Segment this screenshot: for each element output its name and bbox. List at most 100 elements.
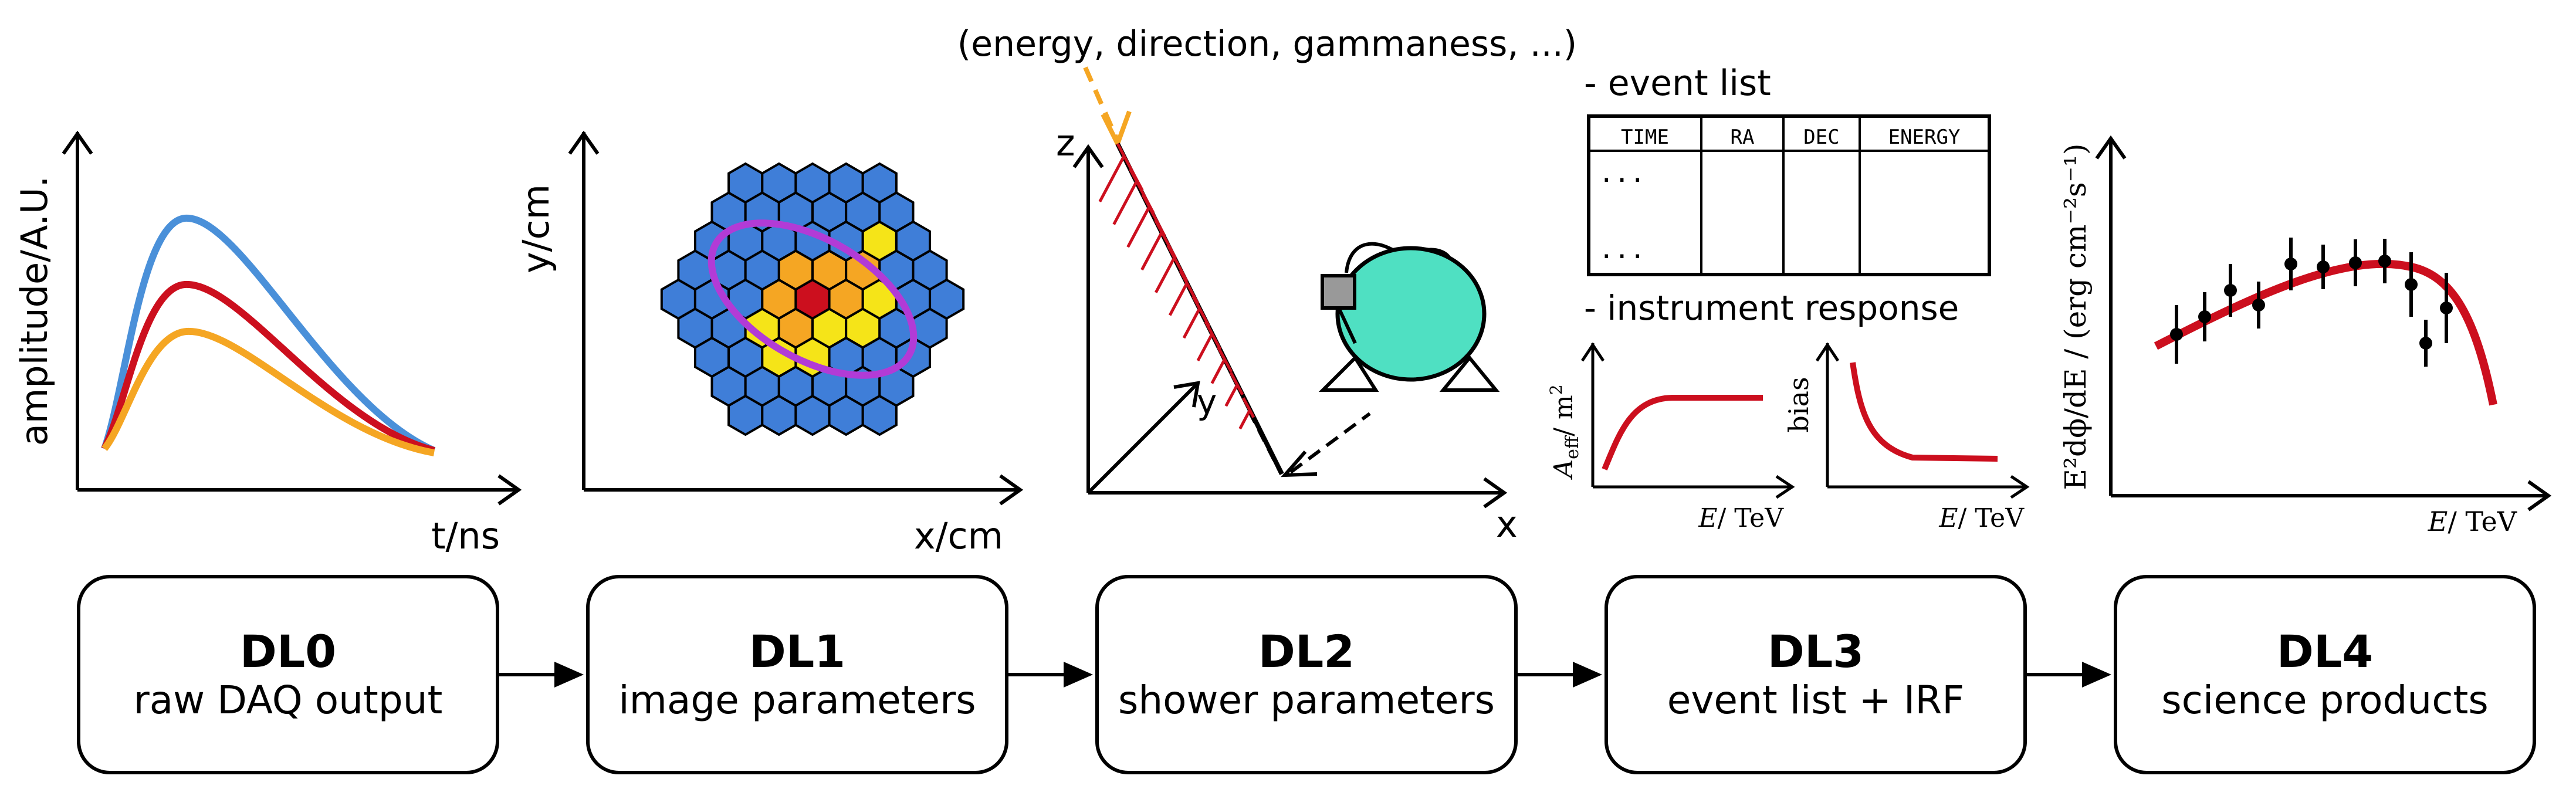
shower-branch <box>1217 346 1233 373</box>
table-header-dec: DEC <box>1803 126 1839 149</box>
pipeline-arrows <box>499 662 2111 688</box>
hillas-ellipse <box>708 219 918 379</box>
shower-branch <box>1242 397 1255 418</box>
dl2-y-axis-label: y <box>1197 382 1217 422</box>
dl0-box: DL0 raw DAQ output <box>77 575 499 774</box>
dl1-box-description: image parameters <box>618 678 976 723</box>
dl4-box-code: DL4 <box>2276 625 2374 678</box>
dl0-y-axis-arrowhead <box>62 130 93 155</box>
dl1-box: DL1 image parameters <box>586 575 1008 774</box>
flux-point <box>2440 302 2453 314</box>
dl1-box-code: DL1 <box>749 625 846 678</box>
dl0-waveform-red <box>101 280 435 454</box>
dl0-box-code: DL0 <box>239 625 337 678</box>
dl1-x-axis-arrowhead <box>999 474 1024 506</box>
dl3-event-list-and-irf: - event list TIME RA DEC ENERGY ... ... … <box>1546 63 2030 533</box>
flux-point <box>2405 278 2418 291</box>
table-header-energy: ENERGY <box>1888 126 1961 149</box>
flux-point <box>2252 299 2265 311</box>
aeff-y-axis-label: Aeff/ m2 <box>1546 384 1583 480</box>
shower-branch <box>1210 359 1226 384</box>
flux-point <box>2349 256 2362 269</box>
bias-y-axis-label: bias <box>1783 377 1815 432</box>
dl0-waveform-blue <box>101 214 436 454</box>
dl2-shower-geometry: (energy, direction, gammaness, ...) z y … <box>957 23 1577 546</box>
telescope-icon <box>1318 242 1500 392</box>
energy-bias-curve <box>1850 362 1998 462</box>
dl0-x-axis-arrowhead <box>497 474 522 506</box>
shower-branch <box>1229 371 1244 395</box>
flux-point <box>2198 310 2211 323</box>
aeff-x-axis-label: E/ TeV <box>1698 503 1784 533</box>
dl2-box-description: shower parameters <box>1118 678 1495 723</box>
table-row-placeholder: ... <box>1599 158 1645 188</box>
dl4-box: DL4 science products <box>2114 575 2536 774</box>
primary-direction-dashed <box>1083 66 1120 142</box>
spectral-model-curve <box>2154 259 2497 406</box>
dl2-y-axis-arrowhead <box>1173 381 1200 408</box>
flux-points <box>2170 238 2453 367</box>
shower-branch <box>1098 155 1125 202</box>
flux-point <box>2170 328 2183 341</box>
shower-branch <box>1140 232 1163 271</box>
camera-pixel <box>929 278 965 320</box>
effective-area-curve <box>1602 395 1763 470</box>
shower-branch <box>1224 384 1238 407</box>
event-list-table: TIME RA DEC ENERGY ... ... <box>1587 114 1991 276</box>
dl0-waveform-orange <box>101 327 435 456</box>
dl4-spectrum-plot: E²dϕ/dE / (erg cm⁻²s⁻¹) E/ TeV <box>2059 135 2552 537</box>
shower-branch <box>1182 308 1201 339</box>
dl0-box-description: raw DAQ output <box>133 678 443 723</box>
dl2-box-code: DL2 <box>1258 625 1355 678</box>
dl4-y-axis-label: E²dϕ/dE / (erg cm⁻²s⁻¹) <box>2059 144 2093 490</box>
dl3-box: DL3 event list + IRF <box>1605 575 2027 774</box>
dl1-camera-image-plot: y/cm x/cm <box>514 130 1024 557</box>
effective-area-plot: Aeff/ m2 E/ TeV <box>1546 342 1795 533</box>
dl3-event-list-label: - event list <box>1584 63 1771 104</box>
dl2-x-axis-arrowhead <box>1483 477 1508 509</box>
shower-branch <box>1154 257 1176 293</box>
bias-x-axis-label: E/ TeV <box>1938 503 2025 533</box>
hexagonal-camera-pixels <box>660 162 965 436</box>
flux-point <box>2317 260 2330 273</box>
table-header-ra: RA <box>1731 126 1755 149</box>
shower-branch <box>1168 283 1189 316</box>
dl2-x-axis-label: x <box>1496 503 1518 546</box>
dl3-irf-label: - instrument response <box>1584 288 1959 328</box>
telescope-camera-box <box>1321 274 1356 310</box>
dl2-reconstructed-parameters-label: (energy, direction, gammaness, ...) <box>957 23 1577 65</box>
shower-axis-dashed <box>1247 409 1284 475</box>
shower-branch <box>1196 333 1213 361</box>
flux-point <box>2224 284 2237 297</box>
flux-point <box>2419 337 2432 350</box>
shower-branches <box>1098 143 1255 430</box>
dl2-z-axis-arrowhead <box>1072 144 1104 168</box>
impact-dashed-line <box>1289 412 1371 474</box>
dl1-y-axis-label: y/cm <box>514 184 557 273</box>
dl1-x-axis-label: x/cm <box>914 514 1003 557</box>
dl2-y-axis <box>1086 382 1199 495</box>
flux-point <box>2378 255 2391 267</box>
dl4-x-axis-label: E/ TeV <box>2428 506 2517 537</box>
impact-arrowhead <box>1281 451 1318 478</box>
dl3-box-description: event list + IRF <box>1667 678 1965 723</box>
dl0-y-axis-label: amplitude/A.U. <box>13 176 56 446</box>
shower-branch <box>1238 409 1251 430</box>
dl0-waveform-plot: amplitude/A.U. t/ns <box>13 130 522 557</box>
table-row-placeholder: ... <box>1599 235 1645 265</box>
dl4-y-axis-arrowhead <box>2095 135 2127 160</box>
dl2-z-axis-label: z <box>1056 121 1075 164</box>
dl4-box-description: science products <box>2161 678 2489 723</box>
dl3-box-code: DL3 <box>1767 625 1864 678</box>
shower-branch <box>1126 206 1150 248</box>
flux-point <box>2284 258 2297 270</box>
telescope-mirror-dish <box>1335 246 1487 382</box>
dl4-x-axis-arrowhead <box>2527 480 2552 512</box>
dl1-y-axis-arrowhead <box>568 130 600 155</box>
dl0-x-axis-label: t/ns <box>431 514 500 557</box>
dl2-box: DL2 shower parameters <box>1095 575 1518 774</box>
shower-branch <box>1112 181 1138 225</box>
energy-bias-plot: bias E/ TeV <box>1783 342 2030 533</box>
